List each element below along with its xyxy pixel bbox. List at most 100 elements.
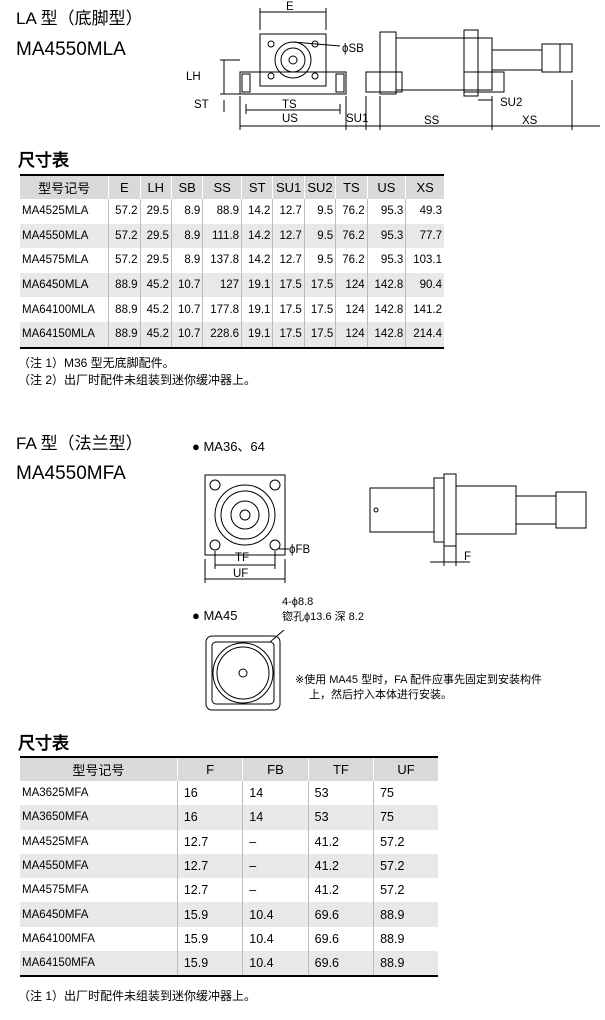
value-cell: 76.2 bbox=[335, 199, 368, 224]
value-cell: 95.3 bbox=[366, 248, 406, 273]
value-cell: 142.8 bbox=[366, 297, 406, 322]
value-cell: 111.8 bbox=[202, 223, 242, 249]
model-cell: MA6450MLA bbox=[20, 272, 109, 298]
column-header: 型号记号 bbox=[20, 175, 109, 199]
column-header: TF bbox=[307, 757, 374, 781]
value-cell: 76.2 bbox=[335, 248, 368, 273]
table2-note-1: （注 1）出厂时配件未组装到迷你缓冲器上。 bbox=[18, 989, 257, 1003]
dim-su2: SU2 bbox=[500, 97, 522, 109]
column-header: SU1 bbox=[272, 175, 305, 199]
dim-f: F bbox=[464, 551, 471, 563]
fa-flange-drawing-1: TF UF ϕFB bbox=[204, 474, 310, 583]
value-cell: 14.2 bbox=[241, 248, 273, 273]
model-cell: MA4575MFA bbox=[22, 884, 89, 897]
value-cell: 14 bbox=[242, 805, 309, 830]
value-cell: 142.8 bbox=[366, 321, 406, 348]
value-cell: 12.7 bbox=[176, 853, 243, 879]
value-cell: 228.6 bbox=[202, 321, 242, 348]
value-cell: 12.7 bbox=[272, 248, 305, 273]
model-cell: MA64100MLA bbox=[22, 303, 95, 316]
column-header: SU2 bbox=[303, 175, 336, 199]
value-cell: 88.9 bbox=[373, 951, 438, 977]
value-cell: 75 bbox=[373, 805, 438, 830]
column-header: ST bbox=[241, 175, 273, 199]
value-cell: 88.9 bbox=[373, 902, 438, 927]
value-cell: 9.5 bbox=[303, 199, 336, 224]
value-cell: 19.1 bbox=[241, 297, 273, 322]
value-cell: 124 bbox=[335, 272, 368, 298]
dim-ts: TS bbox=[282, 99, 297, 111]
value-cell: 16 bbox=[176, 781, 243, 806]
model-cell: MA64100MFA bbox=[22, 932, 95, 945]
value-cell: 57.2 bbox=[373, 829, 438, 854]
dim-e: E bbox=[286, 1, 294, 13]
value-cell: 177.8 bbox=[202, 297, 242, 322]
value-cell: 17.5 bbox=[272, 321, 305, 348]
value-cell: 14 bbox=[242, 781, 309, 806]
value-cell: 127 bbox=[202, 272, 242, 298]
value-cell: 41.2 bbox=[307, 878, 374, 903]
value-cell: 124 bbox=[335, 321, 368, 348]
fa-flange-drawing-2 bbox=[205, 630, 285, 711]
model-cell: MA4525MLA bbox=[22, 205, 89, 218]
column-header: TS bbox=[335, 175, 368, 199]
dim-lh: LH bbox=[186, 71, 201, 83]
value-cell: 57.2 bbox=[108, 223, 141, 249]
value-cell: – bbox=[242, 878, 309, 903]
model-cell: MA3650MFA bbox=[20, 805, 178, 830]
column-header: XS bbox=[405, 175, 444, 199]
value-cell: 8.9 bbox=[170, 248, 203, 273]
value-cell: 137.8 bbox=[202, 248, 242, 273]
la-title: LA 型（底脚型） bbox=[16, 9, 143, 28]
value-cell: 15.9 bbox=[176, 951, 243, 977]
value-cell: 214.4 bbox=[405, 321, 444, 348]
table1-note-2: （注 2）出厂时配件未组装到迷你缓冲器上。 bbox=[18, 373, 257, 387]
column-header: LH bbox=[139, 175, 172, 199]
value-cell: 57.2 bbox=[373, 853, 438, 879]
value-cell: 10.4 bbox=[242, 926, 309, 952]
value-cell: 19.1 bbox=[241, 321, 273, 348]
dim-ss: SS bbox=[424, 115, 440, 127]
value-cell: 10.7 bbox=[170, 272, 203, 298]
value-cell: 57.2 bbox=[108, 199, 141, 224]
value-cell: 69.6 bbox=[307, 902, 374, 927]
value-cell: 19.1 bbox=[241, 272, 273, 298]
column-header: E bbox=[108, 175, 141, 199]
column-header: UF bbox=[373, 757, 438, 781]
value-cell: 10.4 bbox=[242, 902, 309, 927]
value-cell: 88.9 bbox=[108, 272, 141, 298]
value-cell: – bbox=[242, 853, 309, 879]
dim-su1: SU1 bbox=[346, 113, 368, 125]
value-cell: 69.6 bbox=[307, 926, 374, 952]
model-cell: MA64150MLA bbox=[20, 321, 109, 348]
value-cell: 124 bbox=[335, 297, 368, 322]
fa-variant-2: ● MA45 bbox=[192, 608, 238, 623]
value-cell: 12.7 bbox=[176, 829, 243, 854]
value-cell: 53 bbox=[307, 781, 374, 806]
value-cell: 88.9 bbox=[202, 199, 242, 224]
value-cell: 76.2 bbox=[335, 223, 368, 249]
value-cell: 8.9 bbox=[170, 223, 203, 249]
value-cell: 77.7 bbox=[405, 223, 444, 249]
value-cell: 49.3 bbox=[405, 199, 444, 224]
model-cell: MA4550MFA bbox=[20, 853, 178, 879]
value-cell: 17.5 bbox=[303, 321, 336, 348]
value-cell: 88.9 bbox=[373, 926, 438, 952]
value-cell: 14.2 bbox=[241, 199, 273, 224]
value-cell: 69.6 bbox=[307, 951, 374, 977]
value-cell: 88.9 bbox=[108, 297, 141, 322]
value-cell: 141.2 bbox=[405, 297, 444, 322]
value-cell: 12.7 bbox=[272, 223, 305, 249]
la-foot-drawing: E ϕSB LH ST TS US SU1 SS SU2 XS bbox=[186, 1, 600, 130]
value-cell: 10.7 bbox=[170, 321, 203, 348]
dim-xs: XS bbox=[522, 115, 538, 127]
